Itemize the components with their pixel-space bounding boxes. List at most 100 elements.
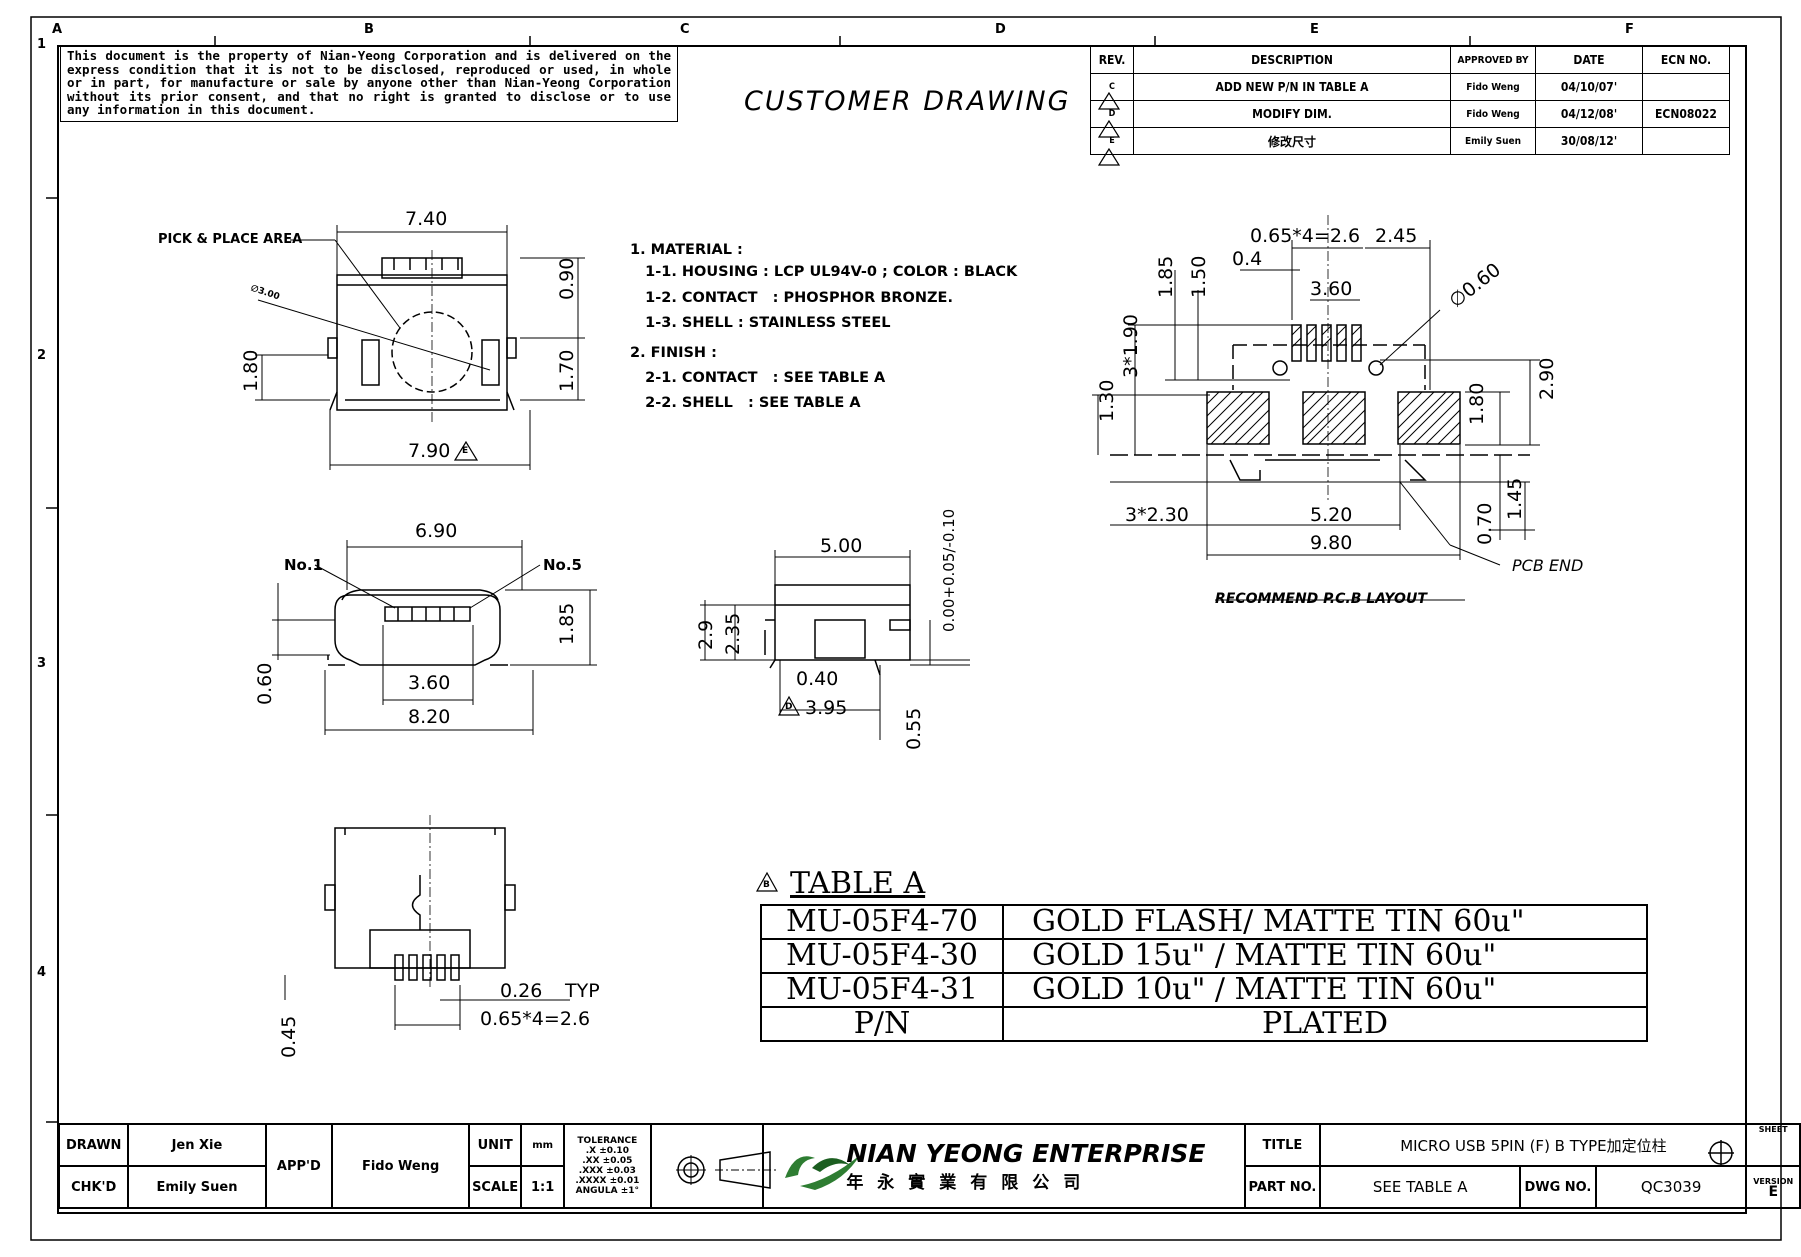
note-housing: 1-1. HOUSING : LCP UL94V-0 ; COLOR : BLA… bbox=[630, 264, 1018, 280]
table-a-title: TABLE A bbox=[790, 866, 926, 901]
plating-cell: GOLD FLASH/ MATTE TIN 60u" bbox=[1002, 904, 1648, 940]
dim-0-60: 0.60 bbox=[254, 662, 276, 705]
pin-no1-label: No.1 bbox=[284, 556, 323, 574]
title-block: DRAWN Jen Xie APP'D Fido Weng UNIT mm TO… bbox=[57, 1123, 1801, 1209]
outer-border bbox=[30, 16, 1782, 1241]
dim-top-width: 7.40 bbox=[405, 208, 448, 230]
pcb-dim-9-80: 9.80 bbox=[1310, 532, 1353, 554]
rev-cell: C bbox=[1090, 73, 1134, 101]
pcb-layout-caption: RECOMMEND P.C.B LAYOUT bbox=[1215, 591, 1427, 607]
grid-letter-d: D bbox=[995, 22, 1006, 37]
approved-cell: Emily Suen bbox=[1450, 127, 1536, 155]
company-name: NIAN YEONG ENTERPRISE bbox=[846, 1139, 1206, 1168]
date-cell: 04/12/08' bbox=[1535, 100, 1643, 128]
tolerance-angle: ANGULA ±1° bbox=[575, 1186, 640, 1196]
pcb-dim-1-50: 1.50 bbox=[1188, 255, 1210, 298]
ecn-cell bbox=[1642, 127, 1730, 155]
tolerance-x: .X ±0.10 bbox=[585, 1146, 629, 1156]
dim-bottom-pitch: 0.65*4=2.6 bbox=[480, 1008, 591, 1030]
unit-value: mm bbox=[520, 1123, 566, 1167]
plating-cell: GOLD 10u" / MATTE TIN 60u" bbox=[1002, 972, 1648, 1008]
company-cell: NIAN YEONG ENTERPRISE 年永實業有限公司 bbox=[762, 1123, 1246, 1209]
dim-1-80: 1.80 bbox=[240, 349, 262, 392]
revision-triangles bbox=[453, 91, 1121, 892]
grid-number-3: 3 bbox=[37, 656, 47, 671]
grid-letter-f: F bbox=[1625, 22, 1634, 37]
approved-header: APPROVED BY bbox=[1450, 46, 1536, 74]
note-finish-shell: 2-2. SHELL : SEE TABLE A bbox=[630, 395, 861, 411]
revision-table: REV. DESCRIPTION APPROVED BY DATE ECN NO… bbox=[1090, 46, 1730, 155]
dim-6-90: 6.90 bbox=[415, 520, 458, 542]
dwg-value: QC3039 bbox=[1594, 1165, 1748, 1209]
table-row: MU-05F4-30 GOLD 15u" / MATTE TIN 60u" bbox=[760, 938, 1648, 974]
dim-8-20: 8.20 bbox=[408, 706, 451, 728]
checked-value: Emily Suen bbox=[127, 1165, 267, 1209]
front-view-drawing bbox=[272, 540, 597, 735]
pcb-dim-5-20: 5.20 bbox=[1310, 504, 1353, 526]
dim-0-45: 0.45 bbox=[278, 1015, 300, 1058]
company-name-cn: 年永實業有限公司 bbox=[846, 1173, 1095, 1193]
pcb-dim-3x1-90: 3*1.90 bbox=[1120, 314, 1142, 378]
date-cell: 04/10/07' bbox=[1535, 73, 1643, 101]
pcb-dim-1-30: 1.30 bbox=[1096, 379, 1118, 422]
dim-2-9: 2.9 bbox=[695, 619, 717, 650]
pcb-end-label: PCB END bbox=[1512, 556, 1584, 575]
approved-cell: Fido Weng bbox=[1450, 73, 1536, 101]
revision-row: C ADD NEW P/N IN TABLE A Fido Weng 04/10… bbox=[1090, 73, 1730, 101]
grid-number-2: 2 bbox=[37, 348, 47, 363]
tolerance-xxx: .XXX ±0.03 bbox=[578, 1166, 636, 1176]
dim-3-95: 3.95 bbox=[805, 697, 848, 719]
grid-letter-c: C bbox=[680, 22, 690, 37]
pick-place-label: PICK & PLACE AREA bbox=[158, 232, 303, 247]
date-cell: 30/08/12' bbox=[1535, 127, 1643, 155]
dim-1-70: 1.70 bbox=[556, 349, 578, 392]
plating-cell: GOLD 15u" / MATTE TIN 60u" bbox=[1002, 938, 1648, 974]
part-number-cell: MU-05F4-70 bbox=[760, 904, 1004, 940]
drawn-value: Jen Xie bbox=[127, 1123, 267, 1167]
version-label: VERSION bbox=[1753, 1177, 1794, 1186]
dwg-label: DWG NO. bbox=[1519, 1165, 1597, 1209]
table-row: MU-05F4-70 GOLD FLASH/ MATTE TIN 60u" bbox=[760, 904, 1648, 940]
note-shell: 1-3. SHELL : STAINLESS STEEL bbox=[630, 315, 891, 331]
pcb-dim-pitch: 0.65*4=2.6 bbox=[1250, 225, 1361, 247]
grid-letter-e: E bbox=[1310, 22, 1319, 37]
part-label: PART NO. bbox=[1243, 1165, 1322, 1209]
dim-2-35: 2.35 bbox=[722, 612, 744, 655]
side-view-drawing bbox=[700, 550, 970, 740]
approved-value: Fido Weng bbox=[331, 1123, 471, 1209]
drawing-title: CUSTOMER DRAWING bbox=[744, 86, 1071, 117]
note-material: 1. MATERIAL : bbox=[630, 242, 743, 258]
checked-label: CHK'D bbox=[57, 1165, 130, 1209]
projection-cell bbox=[649, 1123, 765, 1209]
pcb-dim-3x2-30: 3*2.30 bbox=[1125, 504, 1189, 526]
grid-letter-b: B bbox=[364, 22, 374, 37]
tolerance-xx: .XX ±0.05 bbox=[582, 1156, 633, 1166]
dim-0-55: 0.55 bbox=[903, 707, 925, 750]
table-a: MU-05F4-70 GOLD FLASH/ MATTE TIN 60u" MU… bbox=[760, 904, 1648, 1042]
sheet-label: SHEET bbox=[1745, 1123, 1801, 1167]
version-cell: VERSION E bbox=[1745, 1165, 1801, 1209]
ecn-header: ECN NO. bbox=[1642, 46, 1730, 74]
part-number-cell: MU-05F4-31 bbox=[760, 972, 1004, 1008]
dim-5-00: 5.00 bbox=[820, 535, 863, 557]
dim-0-90: 0.90 bbox=[556, 257, 578, 300]
note-finish-contact: 2-1. CONTACT : SEE TABLE A bbox=[630, 370, 886, 386]
dim-0-26: 0.26 bbox=[500, 980, 543, 1002]
note-contact: 1-2. CONTACT : PHOSPHOR BRONZE. bbox=[630, 290, 953, 306]
side-view-rev-mark: D bbox=[785, 702, 793, 712]
dim-0-40: 0.40 bbox=[796, 668, 839, 690]
ecn-cell bbox=[1642, 73, 1730, 101]
dim-1-85: 1.85 bbox=[556, 602, 578, 645]
scale-label: SCALE bbox=[468, 1165, 523, 1209]
revision-row: E 修改尺寸 Emily Suen 30/08/12' bbox=[1090, 127, 1730, 155]
title-value: MICRO USB 5PIN (F) B TYPE加定位柱 bbox=[1319, 1123, 1748, 1167]
pcb-dim-1-45: 1.45 bbox=[1504, 477, 1526, 520]
version-value: E bbox=[1768, 1184, 1779, 1200]
typ-label: TYP bbox=[565, 980, 600, 1002]
top-view-rev-mark: E bbox=[462, 446, 469, 456]
pcb-dim-1-80: 1.80 bbox=[1466, 382, 1488, 425]
part-number-cell: MU-05F4-30 bbox=[760, 938, 1004, 974]
rev-header: REV. bbox=[1090, 46, 1134, 74]
drawn-label: DRAWN bbox=[57, 1123, 130, 1167]
pcb-dim-1-85: 1.85 bbox=[1155, 255, 1177, 298]
